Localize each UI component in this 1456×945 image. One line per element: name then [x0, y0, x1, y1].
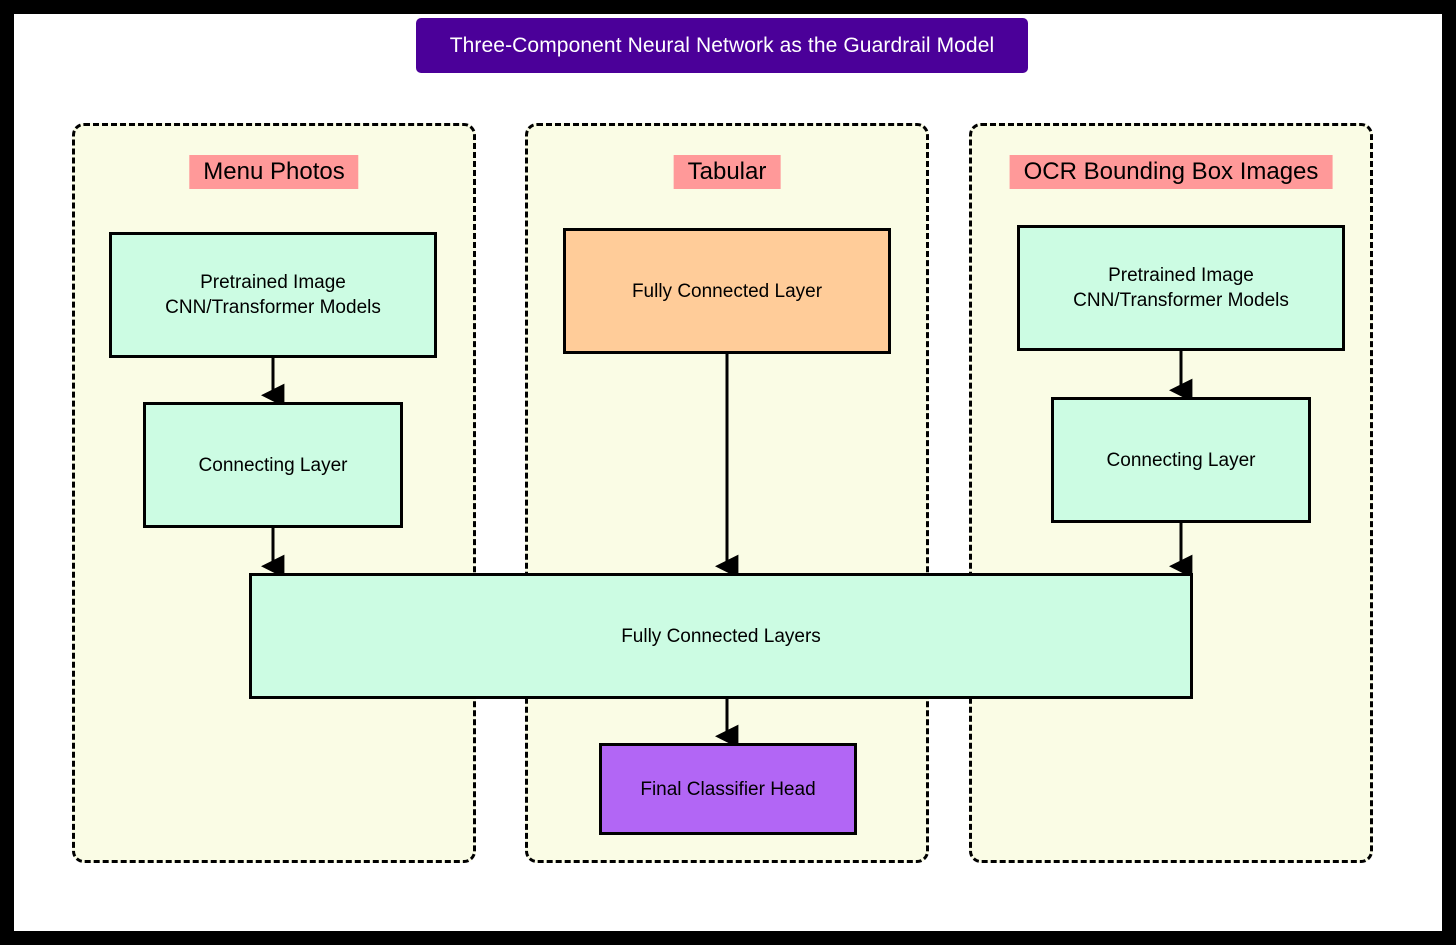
page-title: Three-Component Neural Network as the Gu…	[449, 33, 995, 57]
node-menu-connecting-layer[interactable]: Connecting Layer	[143, 402, 403, 528]
subgraph-label-ocr-bounding-box-images: OCR Bounding Box Images	[1009, 155, 1333, 189]
node-label: Final Classifier Head	[640, 778, 816, 800]
node-ocr-pretrained-image-model[interactable]: Pretrained Image CNN/Transformer Models	[1017, 225, 1345, 351]
node-label: Connecting Layer	[1106, 449, 1256, 471]
node-fully-connected-layers[interactable]: Fully Connected Layers	[249, 573, 1193, 699]
node-label: Pretrained Image CNN/Transformer Models	[1073, 265, 1289, 311]
node-label: Fully Connected Layers	[621, 625, 821, 647]
node-final-classifier-head[interactable]: Final Classifier Head	[599, 743, 857, 835]
node-label: Connecting Layer	[198, 454, 348, 476]
node-label: Fully Connected Layer	[631, 280, 823, 302]
diagram-canvas: Three-Component Neural Network as the Gu…	[14, 14, 1442, 931]
node-tabular-fully-connected-layer[interactable]: Fully Connected Layer	[563, 228, 891, 354]
node-ocr-connecting-layer[interactable]: Connecting Layer	[1051, 397, 1311, 523]
node-menu-pretrained-image-model[interactable]: Pretrained Image CNN/Transformer Models	[109, 232, 437, 358]
node-label: Pretrained Image CNN/Transformer Models	[165, 272, 381, 318]
subgraph-label-tabular: Tabular	[673, 155, 781, 189]
subgraph-label-menu-photos: Menu Photos	[189, 155, 359, 189]
diagram-title-banner: Three-Component Neural Network as the Gu…	[416, 18, 1028, 73]
